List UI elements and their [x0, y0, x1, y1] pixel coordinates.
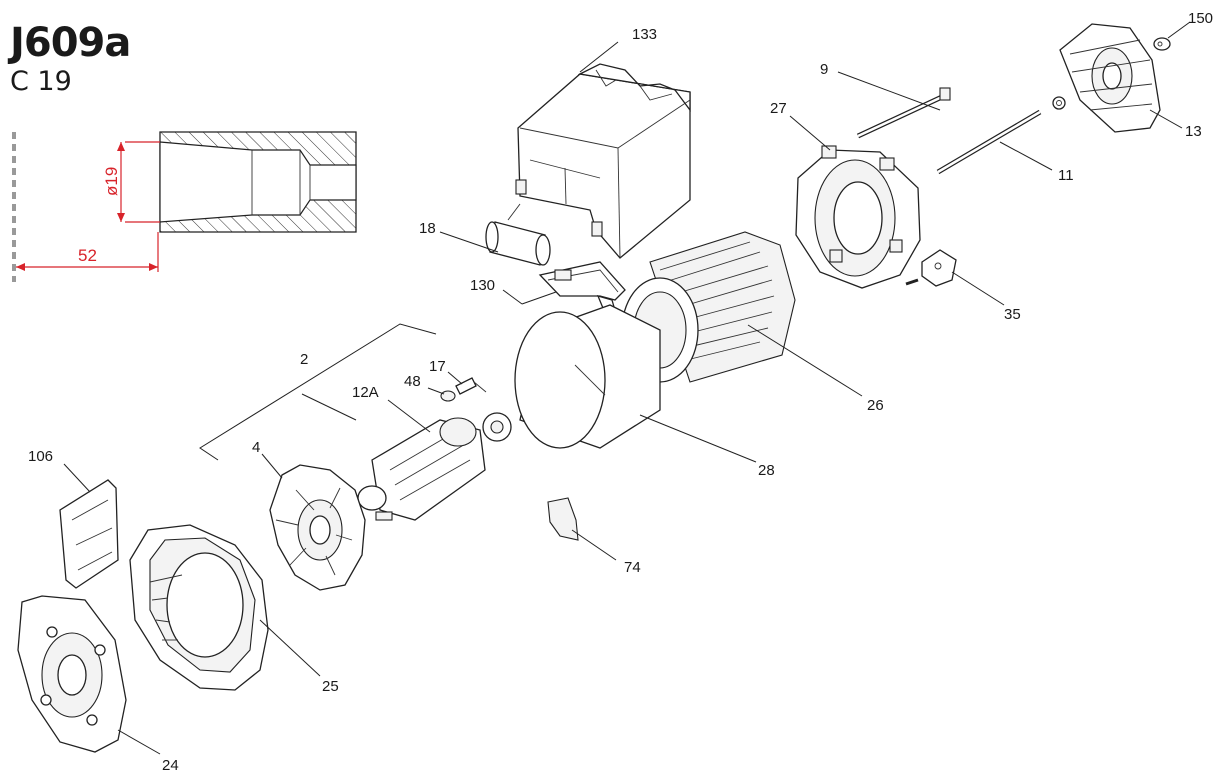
part-18-capacitor [485, 203, 551, 266]
callout-48: 48 [404, 373, 421, 390]
leader-lines [63, 21, 1191, 755]
callout-2: 2 [300, 351, 308, 368]
part-150 [1153, 37, 1171, 51]
part-25-fan-housing [129, 524, 269, 691]
length-label: 52 [78, 246, 97, 265]
callout-74: 74 [624, 559, 641, 576]
callout-27: 27 [770, 100, 787, 117]
part-9-bolt [856, 87, 951, 139]
part-24-rear-cover [17, 595, 127, 753]
part-133-cover [515, 63, 691, 259]
callout-130: 130 [470, 277, 495, 294]
callout-17: 17 [429, 358, 446, 375]
part-27-front-bracket [795, 145, 921, 289]
shaft-detail: ø19 52 [12, 131, 357, 282]
callout-4: 4 [252, 439, 260, 456]
callout-12a: 12A [352, 384, 379, 401]
part-11-rod [936, 96, 1066, 175]
callout-26: 26 [867, 397, 884, 414]
part-13-end-plate [1059, 23, 1161, 133]
model-title: J609a [10, 20, 131, 66]
part-106-cover-plate [59, 479, 119, 589]
callout-13: 13 [1185, 123, 1202, 140]
callout-labels: 133 150 9 27 13 11 18 130 35 26 2 17 48 … [28, 10, 1213, 774]
part-48-spring [440, 390, 456, 402]
callout-9: 9 [820, 61, 828, 78]
callout-28: 28 [758, 462, 775, 479]
part-28-housing-tube [514, 304, 661, 449]
callout-133: 133 [632, 26, 657, 43]
part-12a-rotor [357, 412, 512, 521]
diameter-label: ø19 [102, 167, 121, 196]
callout-35: 35 [1004, 306, 1021, 323]
callout-150: 150 [1188, 10, 1213, 27]
callout-18: 18 [419, 220, 436, 237]
part-74 [547, 497, 579, 541]
callout-106: 106 [28, 448, 53, 465]
part-4-fan [269, 464, 366, 591]
callout-11: 11 [1058, 167, 1074, 184]
callout-24: 24 [162, 757, 179, 774]
part-35-terminal [905, 249, 957, 287]
model-subtitle: C 19 [10, 66, 72, 97]
callout-25: 25 [322, 678, 339, 695]
part-17-brush [455, 377, 487, 395]
